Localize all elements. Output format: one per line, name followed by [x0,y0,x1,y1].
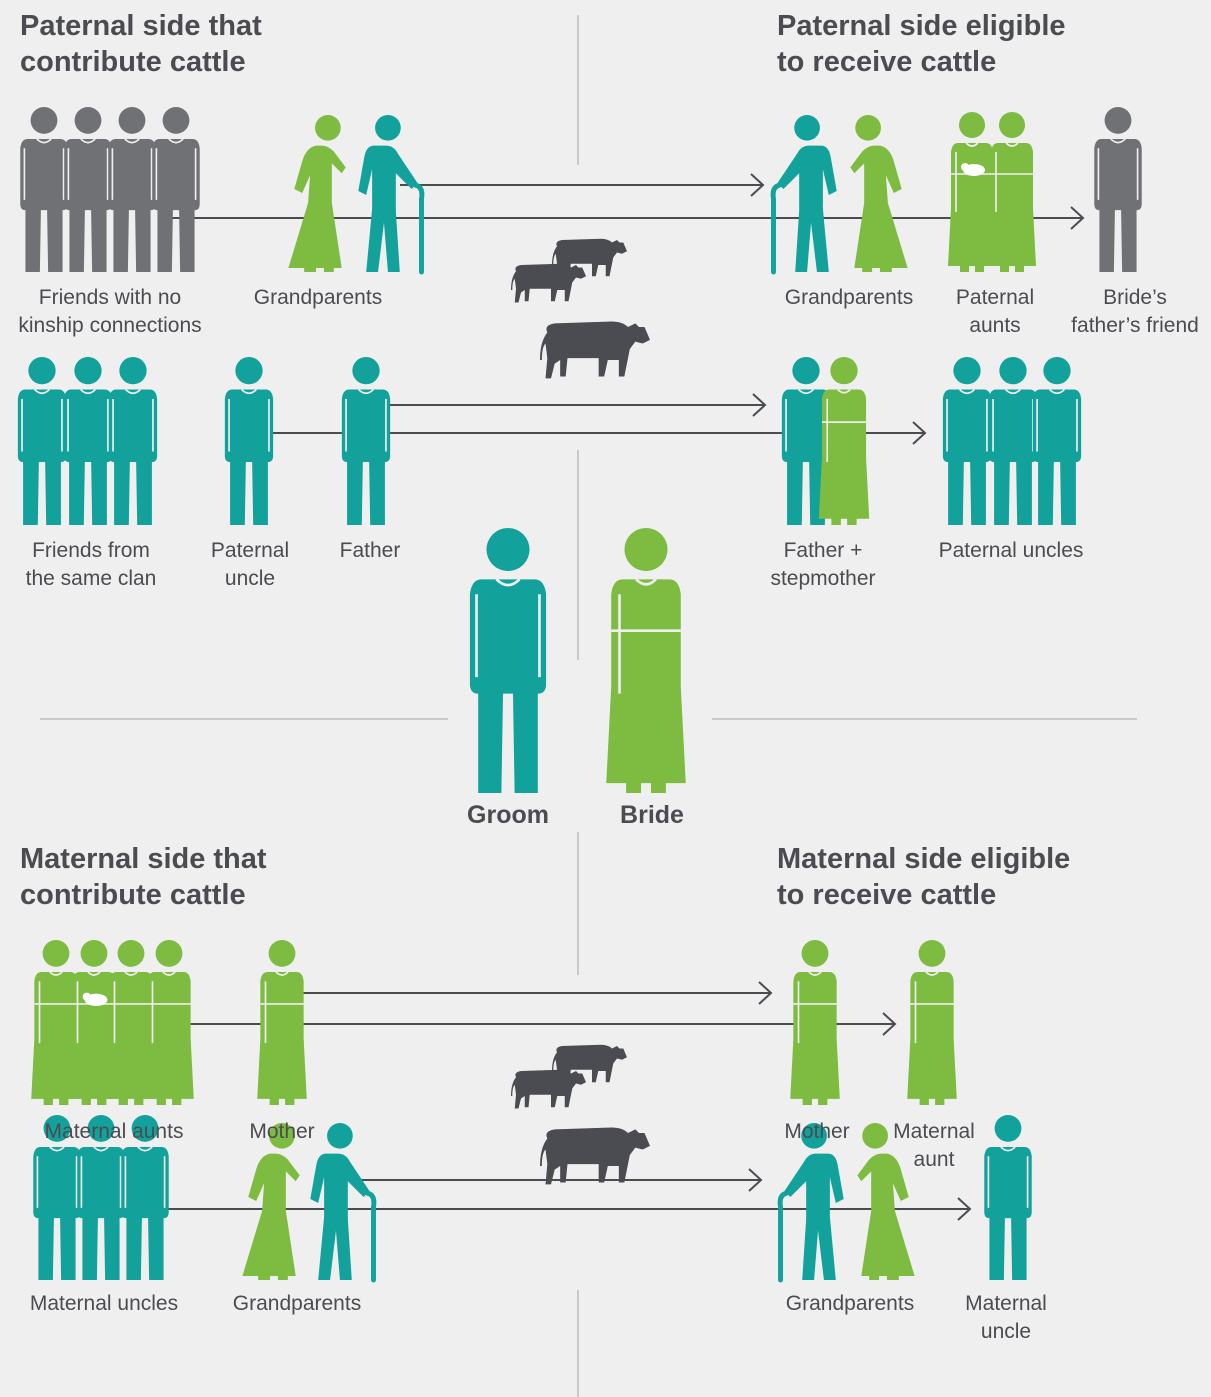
heading-line: contribute cattle [20,46,246,78]
cow-icon [540,1127,650,1185]
label-father: Father [339,539,401,562]
maternal-aunt-icon [69,940,119,1105]
heading-line: Paternal side that [20,10,262,42]
elder-woman-icon [857,1122,915,1280]
heading-line: Maternal side eligible [777,843,1071,875]
label-groom: Groom [467,801,549,829]
label-grandparents-paternal-receive: Grandparents [784,286,914,309]
cow-icon [552,1044,627,1084]
stepmother-icon [818,357,870,525]
maternal-uncle-icon [121,1115,169,1280]
label-father-stepmother: Father +stepmother [770,539,876,590]
heading-line: Maternal side that [20,843,267,875]
elder-man-icon [770,114,837,275]
heading-paternal-contribute: Paternal side that contribute cattle [20,8,262,80]
maternal-aunt-icon [907,940,957,1105]
mother-icon [257,940,307,1105]
cow-icon [511,263,586,303]
heading-line: contribute cattle [20,879,246,911]
paternal-aunt-icon [988,112,1036,272]
mother-icon [790,940,840,1105]
friend-no-kinship-icon [64,107,112,272]
paternal-uncle-icon [942,357,992,525]
label-paternal-uncles: Paternal uncles [938,539,1084,562]
label-mother-receive: Mother [784,1120,850,1143]
clan-friend-icon [63,357,113,525]
label-maternal-uncles: Maternal uncles [29,1292,179,1315]
groom-icon [469,528,547,793]
arrow-father-to-father-stepmother [380,393,767,417]
cow-icon [511,1069,586,1109]
elder-woman-icon [850,114,908,272]
label-bride: Bride [620,801,684,829]
arrow-uncles-to-maternal-uncle [160,1197,972,1221]
label-grandparents-maternal-receive: Grandparents [785,1292,915,1315]
bride-icon [606,528,686,793]
heading-maternal-receive: Maternal side eligible to receive cattle [777,841,1070,913]
heading-paternal-receive: Paternal side eligible to receive cattle [777,8,1066,80]
arrow-friends-to-brides-father-friend [160,206,1085,230]
maternal-aunt-icon [144,940,194,1105]
friend-no-kinship-icon [108,107,156,272]
paternal-uncle-icon [224,357,274,525]
elder-man-icon [310,1122,377,1283]
heading-line: Paternal side eligible [777,10,1066,42]
heading-maternal-contribute: Maternal side that contribute cattle [20,841,267,913]
heading-line: to receive cattle [777,46,997,78]
maternal-aunt-icon [106,940,156,1105]
label-mother-give: Mother [249,1120,315,1143]
paternal-aunt-icon [948,112,996,272]
maternal-aunt-icon [31,940,81,1105]
maternal-uncle-icon [33,1115,81,1280]
heading-line: to receive cattle [777,879,997,911]
paternal-uncle-icon [988,357,1038,525]
cow-icon [552,238,627,278]
maternal-uncle-icon [984,1115,1032,1280]
maternal-uncle-icon [77,1115,125,1280]
clan-friend-icon [108,357,158,525]
arrow-mother-to-mother [290,981,773,1005]
father-icon [341,357,391,525]
friend-no-kinship-icon [20,107,68,272]
elder-woman-icon [288,114,346,272]
elder-woman-icon [242,1122,300,1280]
elder-man-icon [358,114,425,275]
cow-icon [540,321,650,379]
brides-fathers-friend-icon [1094,107,1142,272]
father-icon [781,357,831,525]
elder-man-icon [777,1122,844,1283]
label-grandparents-maternal-give: Grandparents [232,1292,362,1315]
label-maternal-aunts: Maternal aunts [44,1120,184,1143]
clan-friend-icon [17,357,67,525]
friend-no-kinship-icon [152,107,200,272]
paternal-uncle-icon [1032,357,1082,525]
label-grandparents-paternal-give: Grandparents [253,286,383,309]
arrow-grandparents-to-grandparents [400,173,765,197]
